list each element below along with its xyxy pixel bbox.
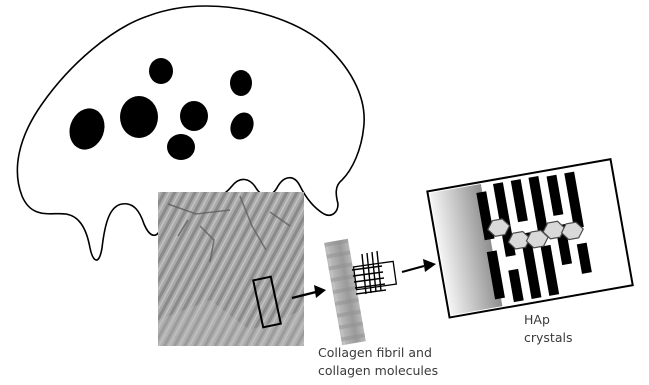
nucleus-4	[180, 101, 208, 131]
collagen-fibril-icon	[324, 239, 366, 346]
nucleus-6	[167, 134, 195, 160]
collagen-caption-line2: collagen molecules	[318, 362, 478, 380]
arrow-right-icon-2	[402, 259, 436, 272]
nucleus-3	[120, 96, 158, 138]
collagen-caption: Collagen fibril and collagen molecules	[318, 344, 478, 380]
collagen-caption-line1: Collagen fibril and	[318, 344, 478, 362]
nucleus-2	[230, 70, 252, 96]
hap-panel-group	[427, 159, 632, 317]
micrograph-group	[158, 192, 304, 346]
nucleus-1	[149, 58, 173, 84]
hap-caption-line2: crystals	[524, 329, 604, 347]
collagen-fibril-group	[324, 239, 396, 346]
hap-caption: HAp crystals	[524, 311, 604, 347]
hap-caption-line1: HAp	[524, 311, 604, 329]
